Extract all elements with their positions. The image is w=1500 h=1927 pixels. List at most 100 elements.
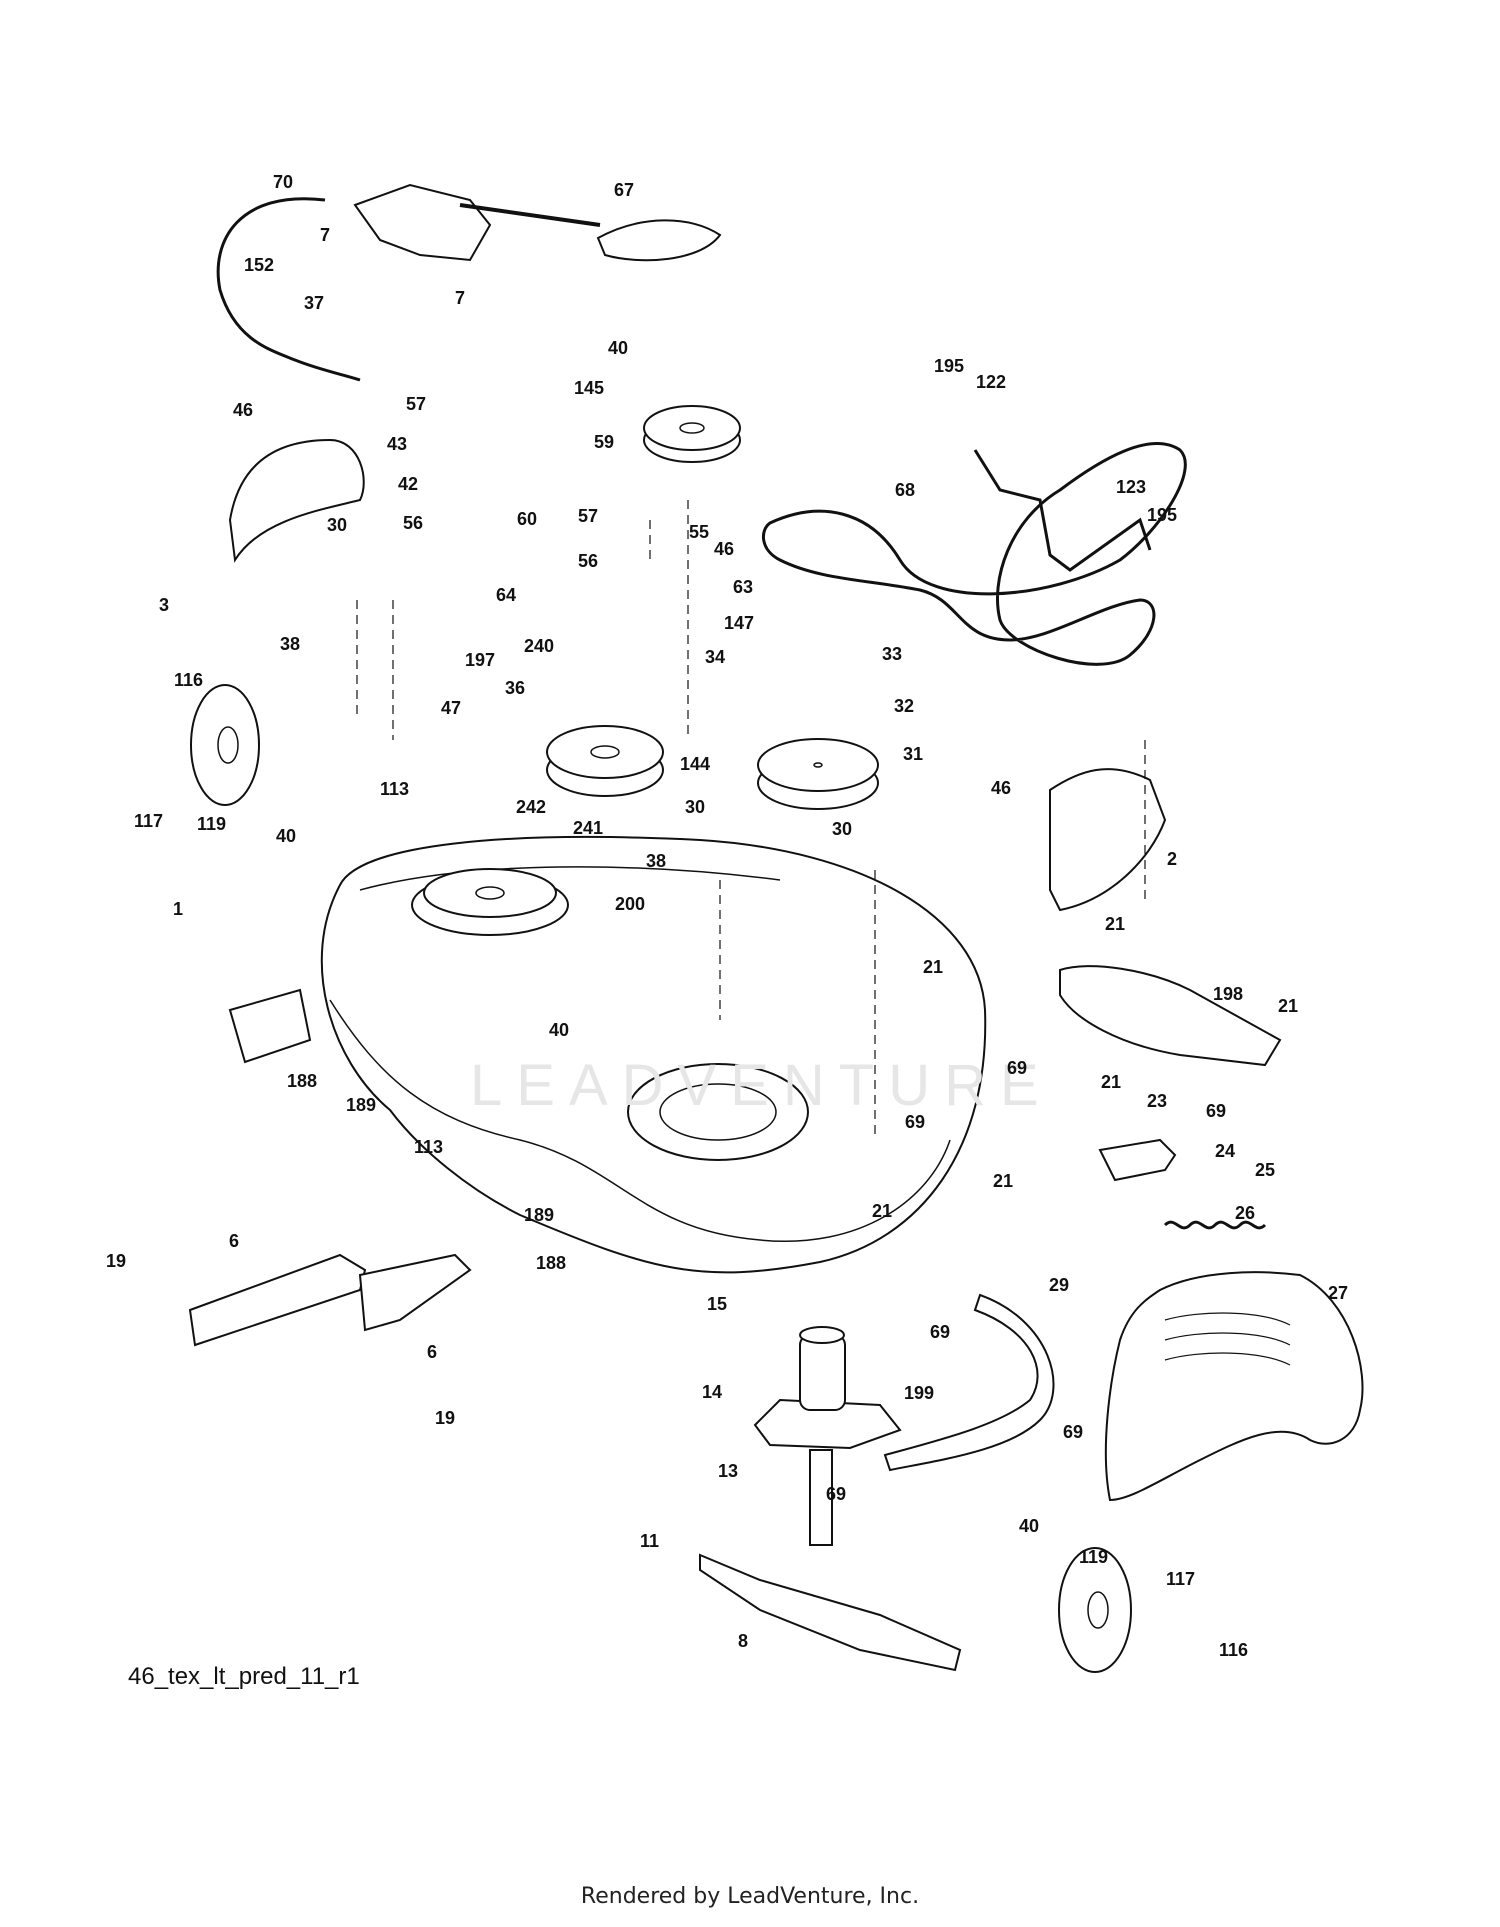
belt-cover-2[interactable]	[1049, 768, 1167, 912]
callout-6[interactable]: 6	[229, 1231, 240, 1251]
callout-30[interactable]: 30	[685, 797, 706, 817]
callout-2[interactable]: 2	[1167, 849, 1178, 869]
mower-deck[interactable]	[228, 836, 987, 1274]
callout-29[interactable]: 29	[1049, 1275, 1070, 1295]
callout-198[interactable]: 198	[1213, 984, 1244, 1004]
callout-64[interactable]: 64	[496, 585, 517, 605]
callout-70[interactable]: 70	[273, 172, 294, 192]
hanger-bracket-6-left[interactable]	[188, 1253, 367, 1347]
callout-69[interactable]: 69	[930, 1322, 951, 1342]
callout-69[interactable]: 69	[1007, 1058, 1028, 1078]
callout-6[interactable]: 6	[427, 1342, 438, 1362]
callout-46[interactable]: 46	[233, 400, 254, 420]
belt-68[interactable]	[761, 442, 1187, 666]
callout-13[interactable]: 13	[718, 1461, 739, 1481]
deck-pulley[interactable]	[411, 868, 569, 936]
callout-69[interactable]: 69	[1063, 1422, 1084, 1442]
callout-24[interactable]: 24	[1215, 1141, 1236, 1161]
callout-197[interactable]: 197	[465, 650, 496, 670]
callout-147[interactable]: 147	[724, 613, 755, 633]
callout-8[interactable]: 8	[738, 1631, 749, 1651]
callout-144[interactable]: 144	[680, 754, 711, 774]
callout-241[interactable]: 241	[573, 818, 604, 838]
callout-21[interactable]: 21	[1105, 914, 1126, 934]
lift-arm-70[interactable]	[353, 183, 601, 262]
callout-27[interactable]: 27	[1328, 1283, 1349, 1303]
cable-152[interactable]	[216, 197, 361, 382]
callout-113[interactable]: 113	[414, 1137, 444, 1157]
hanger-bracket-6-right[interactable]	[358, 1253, 472, 1332]
idler-pulley-36[interactable]	[546, 725, 664, 797]
callout-19[interactable]: 19	[106, 1251, 127, 1271]
bracket-198[interactable]	[1059, 965, 1282, 1067]
idler-pulley-145[interactable]	[643, 405, 741, 463]
callout-21[interactable]: 21	[1101, 1072, 1122, 1092]
bracket-122[interactable]	[973, 449, 1152, 572]
callout-37[interactable]: 37	[304, 293, 325, 313]
shaft-13[interactable]	[809, 1449, 833, 1546]
callout-188[interactable]: 188	[287, 1071, 318, 1091]
callout-59[interactable]: 59	[594, 432, 615, 452]
callout-152[interactable]: 152	[244, 255, 275, 275]
wheel-117-left[interactable]	[190, 684, 260, 806]
callout-38[interactable]: 38	[646, 851, 667, 871]
pulley-32[interactable]	[757, 738, 879, 810]
callout-40[interactable]: 40	[276, 826, 297, 846]
callout-40[interactable]: 40	[1019, 1516, 1040, 1536]
callout-32[interactable]: 32	[894, 696, 915, 716]
callout-145[interactable]: 145	[574, 378, 605, 398]
callout-69[interactable]: 69	[826, 1484, 847, 1504]
callout-25[interactable]: 25	[1255, 1160, 1276, 1180]
callout-46[interactable]: 46	[991, 778, 1012, 798]
belt-cover-3[interactable]	[228, 438, 365, 563]
callout-21[interactable]: 21	[993, 1171, 1014, 1191]
callout-3[interactable]: 3	[159, 595, 170, 615]
callout-15[interactable]: 15	[707, 1294, 728, 1314]
callout-116[interactable]: 116	[174, 670, 204, 690]
callout-69[interactable]: 69	[1206, 1101, 1227, 1121]
spindle-14[interactable]	[753, 1326, 902, 1450]
callout-11[interactable]: 11	[640, 1531, 660, 1551]
callout-242[interactable]: 242	[516, 797, 547, 817]
spring-25[interactable]	[1163, 1220, 1267, 1230]
callout-189[interactable]: 189	[346, 1095, 377, 1115]
callout-119[interactable]: 119	[197, 814, 227, 834]
callout-1[interactable]: 1	[173, 899, 184, 919]
callout-47[interactable]: 47	[441, 698, 462, 718]
callout-42[interactable]: 42	[398, 474, 419, 494]
callout-67[interactable]: 67	[614, 180, 635, 200]
callout-122[interactable]: 122	[976, 372, 1007, 392]
callout-40[interactable]: 40	[549, 1020, 570, 1040]
callout-200[interactable]: 200	[615, 894, 646, 914]
callout-40[interactable]: 40	[608, 338, 629, 358]
callout-21[interactable]: 21	[1278, 996, 1299, 1016]
callout-69[interactable]: 69	[905, 1112, 926, 1132]
knob-67[interactable]	[596, 219, 722, 262]
callout-116[interactable]: 116	[1219, 1640, 1249, 1660]
callout-38[interactable]: 38	[280, 634, 301, 654]
callout-57[interactable]: 57	[406, 394, 427, 414]
callout-33[interactable]: 33	[882, 644, 903, 664]
callout-7[interactable]: 7	[455, 288, 466, 308]
callout-56[interactable]: 56	[403, 513, 424, 533]
callout-195[interactable]: 195	[934, 356, 965, 376]
callout-21[interactable]: 21	[872, 1201, 893, 1221]
callout-63[interactable]: 63	[733, 577, 754, 597]
callout-188[interactable]: 188	[536, 1253, 567, 1273]
blade-11[interactable]	[699, 1553, 962, 1672]
callout-240[interactable]: 240	[524, 636, 555, 656]
bracket-23[interactable]	[1098, 1138, 1177, 1182]
callout-55[interactable]: 55	[689, 522, 710, 542]
callout-23[interactable]: 23	[1147, 1091, 1168, 1111]
callout-19[interactable]: 19	[435, 1408, 456, 1428]
callout-119[interactable]: 119	[1079, 1547, 1109, 1567]
callout-56[interactable]: 56	[578, 551, 599, 571]
callout-189[interactable]: 189	[524, 1205, 555, 1225]
callout-199[interactable]: 199	[904, 1383, 935, 1403]
wheel-117-right[interactable]	[1058, 1547, 1132, 1673]
callout-117[interactable]: 117	[1166, 1569, 1196, 1589]
callout-68[interactable]: 68	[895, 480, 916, 500]
callout-30[interactable]: 30	[327, 515, 348, 535]
callout-31[interactable]: 31	[903, 744, 924, 764]
callout-195[interactable]: 195	[1147, 505, 1178, 525]
